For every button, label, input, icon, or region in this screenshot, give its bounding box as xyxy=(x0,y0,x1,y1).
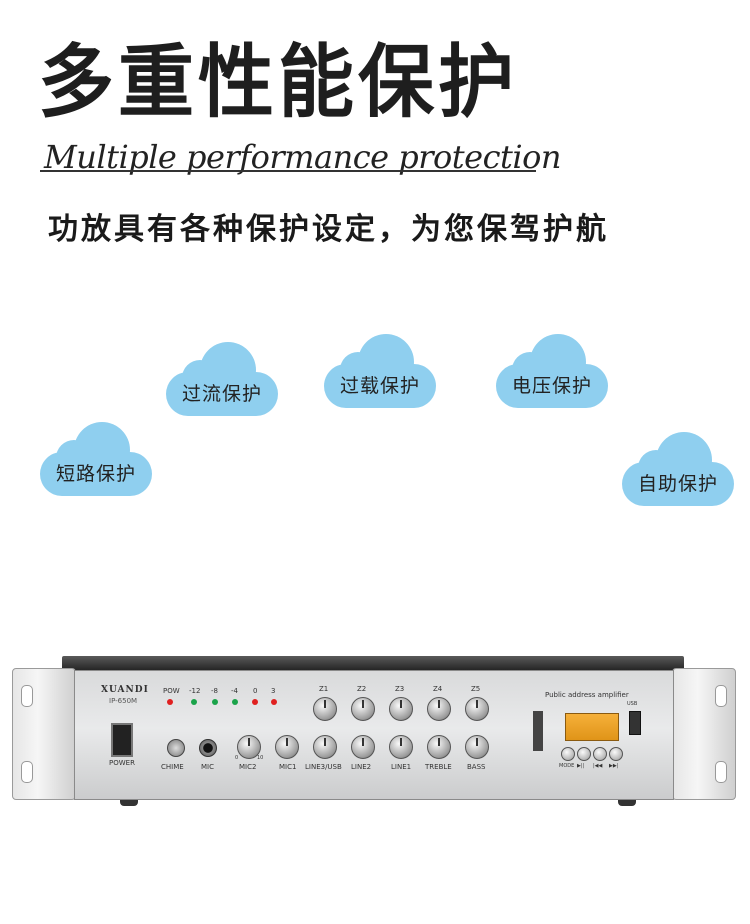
zone4-knob xyxy=(427,697,451,721)
usb-port xyxy=(629,711,641,735)
power-switch xyxy=(111,723,133,757)
next-label: ▶▶| xyxy=(609,763,619,769)
cloud-label: 电压保护 xyxy=(511,375,592,397)
sd-card-slot xyxy=(533,711,543,751)
amplifier-foot xyxy=(618,796,636,806)
channel-label: LINE3/USB xyxy=(305,763,342,771)
led-level xyxy=(232,699,238,705)
mode-button xyxy=(561,747,575,761)
level-label: -12 xyxy=(189,687,201,695)
level-label: -4 xyxy=(231,687,238,695)
zone-label: Z5 xyxy=(471,685,481,693)
treble-knob xyxy=(427,735,451,759)
play-pause-button xyxy=(577,747,591,761)
lcd-display xyxy=(565,713,619,741)
led-level xyxy=(212,699,218,705)
cloud-label: 过流保护 xyxy=(181,383,262,405)
model-number: IP-650M xyxy=(109,697,138,705)
zone-label: Z3 xyxy=(395,685,405,693)
chime-button xyxy=(167,739,185,757)
scale-min: 0 xyxy=(235,755,239,761)
subtitle-underline xyxy=(40,170,536,172)
level-label: POW xyxy=(163,687,180,695)
page-title: 多重性能保护 xyxy=(38,34,518,129)
line2-knob xyxy=(351,735,375,759)
cloud-voltage: 电压保护 xyxy=(496,330,608,408)
led-level xyxy=(191,699,197,705)
channel-label: MIC1 xyxy=(279,763,297,771)
cloud-overcurrent: 过流保护 xyxy=(166,338,278,416)
channel-label: TREBLE xyxy=(425,763,452,771)
bass-knob xyxy=(465,735,489,759)
chime-label: CHIME xyxy=(161,763,184,771)
mic-jack xyxy=(199,739,217,757)
cloud-label: 自助保护 xyxy=(637,473,718,495)
cloud-short-circuit: 短路保护 xyxy=(40,418,152,496)
zone1-knob xyxy=(313,697,337,721)
previous-button xyxy=(593,747,607,761)
zone-label: Z4 xyxy=(433,685,443,693)
slogan: 功放具有各种保护设定，为您保驾护航 xyxy=(48,212,609,247)
led-level xyxy=(252,699,258,705)
line3-usb-knob xyxy=(313,735,337,759)
zone2-knob xyxy=(351,697,375,721)
level-label: 3 xyxy=(271,687,276,695)
zone5-knob xyxy=(465,697,489,721)
cloud-label: 过载保护 xyxy=(339,375,420,397)
channel-label: MIC2 xyxy=(239,763,257,771)
rack-ear-right xyxy=(672,668,736,800)
line1-knob xyxy=(389,735,413,759)
front-panel: XUANDI IP-650M POW -12 -8 -4 0 3 Z1 Z2 Z… xyxy=(74,670,674,800)
english-subtitle: Multiple performance protection xyxy=(44,138,561,176)
cloud-label: 短路保护 xyxy=(55,463,136,485)
next-button xyxy=(609,747,623,761)
zone3-knob xyxy=(389,697,413,721)
zone-label: Z1 xyxy=(319,685,329,693)
amplifier-image: XUANDI IP-650M POW -12 -8 -4 0 3 Z1 Z2 Z… xyxy=(12,656,736,816)
mic1-knob xyxy=(275,735,299,759)
play-label: ▶|| xyxy=(577,763,585,769)
usb-label: USB xyxy=(627,701,638,707)
channel-label: LINE2 xyxy=(351,763,372,771)
product-text: Public address amplifier xyxy=(545,691,629,699)
channel-label: BASS xyxy=(467,763,486,771)
level-label: -8 xyxy=(211,687,218,695)
scale-max: 10 xyxy=(257,755,264,761)
channel-label: LINE1 xyxy=(391,763,412,771)
led-level xyxy=(271,699,277,705)
cloud-self-help: 自助保护 xyxy=(622,428,734,506)
level-label: 0 xyxy=(253,687,258,695)
prev-label: |◀◀ xyxy=(593,763,603,769)
zone-label: Z2 xyxy=(357,685,367,693)
mic2-knob xyxy=(237,735,261,759)
cloud-overload: 过载保护 xyxy=(324,330,436,408)
amplifier-foot xyxy=(120,796,138,806)
amplifier-top xyxy=(62,656,684,672)
mic-label: MIC xyxy=(201,763,214,771)
mode-label: MODE xyxy=(559,763,575,769)
rack-ear-left xyxy=(12,668,76,800)
power-label: POWER xyxy=(109,759,135,767)
brand-logo: XUANDI xyxy=(101,685,149,695)
led-power xyxy=(167,699,173,705)
